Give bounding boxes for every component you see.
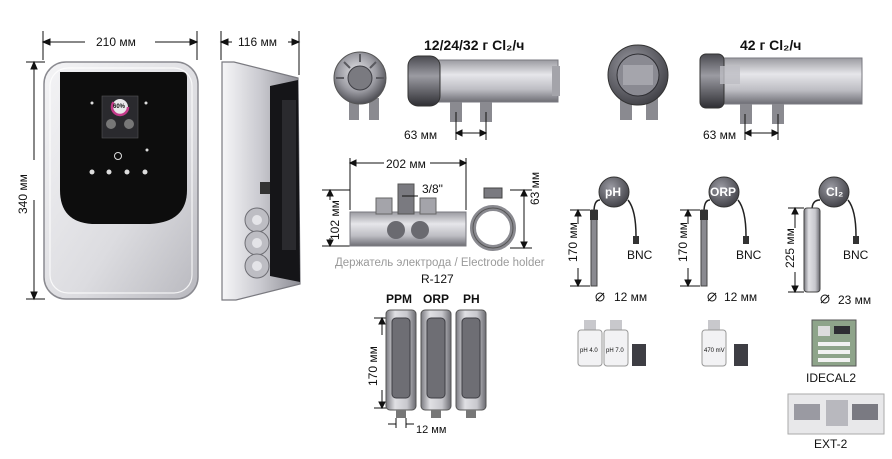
calibration-bottles-ph (577, 320, 646, 367)
cl-sensor-label: Cl₂ (826, 185, 844, 199)
holder-dim-pipe (510, 188, 532, 250)
orp-sensor-length-label: 170 мм (676, 222, 690, 262)
cell-small-title: 12/24/32 г Cl₂/ч (424, 37, 525, 53)
electrode-holder (349, 183, 467, 247)
cell-big-end-view (607, 44, 669, 120)
controller-front-dim-width (41, 31, 199, 60)
ph-sensor-dim-diameter (595, 292, 605, 302)
idecal2-kit (811, 319, 857, 367)
tank-dim-width (388, 418, 414, 428)
ph-sensor (590, 176, 639, 287)
ext2-kit (787, 393, 885, 435)
holder-caption: Держатель электрода / Electrode holder (335, 257, 545, 269)
cl-sensor-dim-diameter (820, 294, 830, 304)
holder-dim-height (322, 188, 350, 248)
ph-sensor-length-label: 170 мм (566, 222, 580, 262)
orp-sensor (700, 176, 749, 287)
tank-ph-label: PH (463, 292, 480, 306)
cell-big-side-view (699, 53, 863, 124)
holder-thread-label: 3/8" (422, 182, 443, 196)
cl-sensor (803, 176, 859, 293)
cell-small-side-view (407, 55, 560, 122)
controller-front-dim-height (26, 60, 45, 301)
holder-height-label: 102 мм (328, 200, 342, 240)
ph-diameter-label: 12 мм (614, 290, 648, 304)
tank-ppm (385, 309, 417, 418)
tank-ph (455, 309, 487, 418)
controller-front (43, 61, 199, 300)
cell-big-pipe-label: 63 мм (703, 128, 737, 142)
controller-depth-label: 116 мм (238, 35, 277, 49)
ph-connector-label: BNC (627, 248, 653, 262)
tank-orp (420, 309, 452, 418)
cl-sensor-dim-length (788, 206, 804, 294)
holder-clamp (470, 187, 516, 251)
orp-sensor-dim-diameter (707, 292, 717, 302)
cell-small-pipe-label: 63 мм (404, 128, 438, 142)
tank-orp-label: ORP (423, 292, 450, 306)
cl-connector-label: BNC (843, 248, 869, 262)
screen-value: 60% (113, 104, 126, 110)
orp-sensor-dim-length (680, 208, 700, 288)
bottle-ph7-label: pH 7.0 (606, 348, 624, 354)
tank-height-label: 170 мм (366, 346, 380, 386)
cell-small-end-view (333, 51, 387, 120)
controller-side-dim-depth (219, 31, 301, 75)
orp-connector-label: BNC (736, 248, 762, 262)
cell-small-dim-pipe (454, 112, 488, 140)
bottle-orp-label: 470 mV (704, 348, 725, 354)
cell-big-dim-pipe (743, 114, 780, 140)
ph-sensor-label: pH (605, 185, 621, 199)
calibration-bottle-orp (701, 320, 748, 367)
controller-height-label: 340 мм (16, 174, 30, 214)
holder-model: R-127 (421, 272, 454, 286)
tank-ppm-label: PPM (386, 292, 413, 306)
idecal2-label: IDECAL2 (806, 371, 857, 385)
cl-diameter-label: 23 мм (838, 293, 872, 307)
controller-width-label: 210 мм (96, 35, 136, 49)
ph-sensor-dim-length (570, 208, 590, 288)
orp-sensor-label: ORP (710, 185, 737, 199)
ext2-label: EXT-2 (814, 437, 848, 451)
orp-diameter-label: 12 мм (724, 290, 758, 304)
holder-dim-length (348, 158, 468, 210)
bottle-ph4-label: pH 4.0 (580, 348, 598, 354)
holder-pipe-label: 63 мм (528, 171, 542, 205)
holder-length-label: 202 мм (386, 157, 426, 171)
controller-side (221, 61, 301, 301)
tank-width-label: 12 мм (416, 424, 447, 436)
cell-big-title: 42 г Cl₂/ч (740, 37, 802, 53)
cl-sensor-length-label: 225 мм (783, 228, 797, 268)
